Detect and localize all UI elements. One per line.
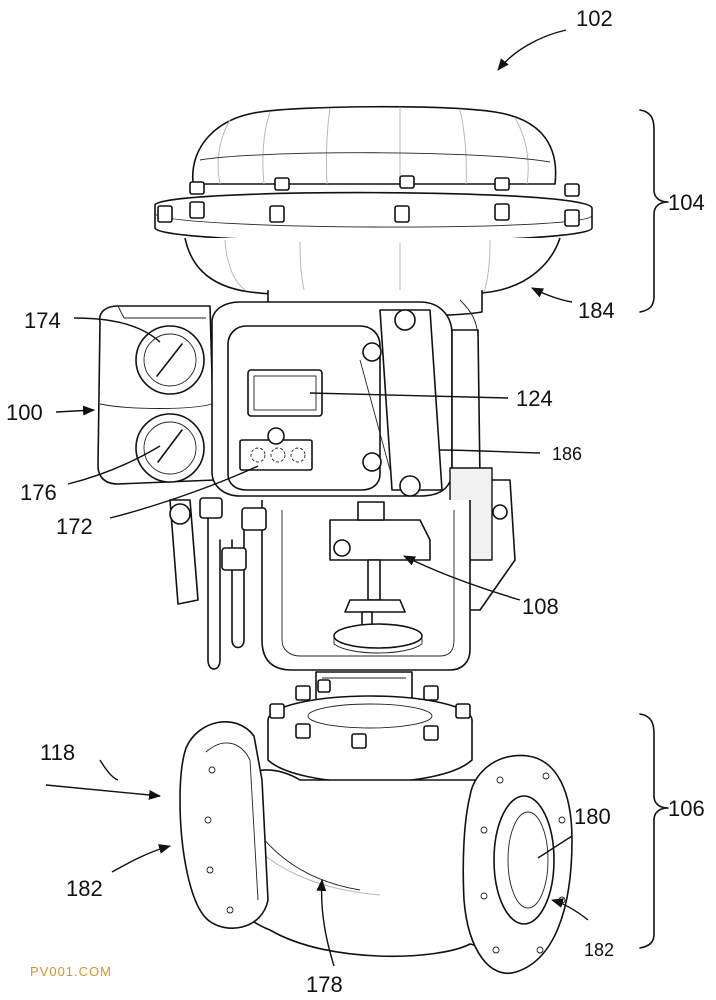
label-106: 106 (668, 796, 705, 821)
label-100: 100 (6, 400, 43, 425)
label-124: 124 (516, 386, 553, 411)
brace-106 (639, 713, 669, 949)
label-178: 178 (306, 972, 343, 997)
label-118: 118 (40, 740, 75, 765)
label-184: 184 (578, 298, 615, 323)
leader-lines (45, 29, 589, 967)
brace-104 (639, 109, 669, 313)
label-186: 186 (552, 444, 582, 464)
label-182-right: 182 (584, 940, 614, 960)
flange-bolts (157, 175, 580, 227)
bonnet-bolts (269, 679, 471, 749)
label-182-left: 182 (66, 876, 103, 901)
label-174: 174 (24, 308, 61, 333)
valve-bonnet (267, 671, 473, 784)
yoke-and-stem (169, 497, 471, 671)
label-104: 104 (668, 190, 705, 215)
actuator-diaphragm-housing (154, 105, 593, 318)
label-102: 102 (576, 6, 613, 31)
label-172: 172 (56, 514, 93, 539)
valve-body (179, 720, 573, 975)
label-176: 176 (20, 480, 57, 505)
label-108: 108 (522, 594, 559, 619)
label-180: 180 (574, 804, 611, 829)
reference-labels: 102 104 184 174 100 124 186 176 172 108 … (6, 6, 705, 997)
watermark: PV001.COM (30, 964, 112, 979)
